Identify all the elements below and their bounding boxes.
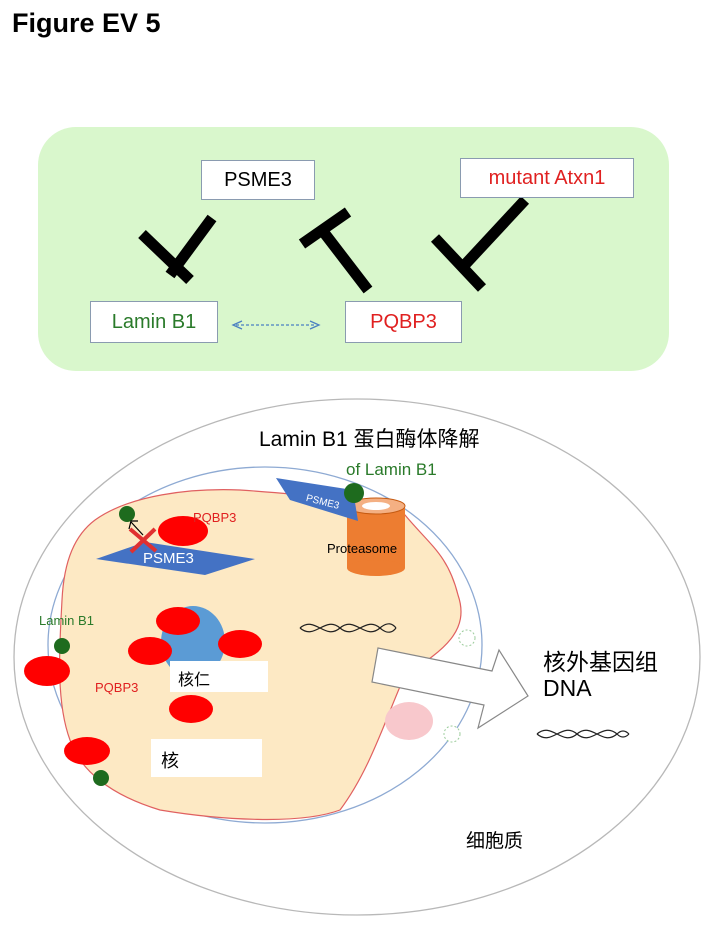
pqbp3-cluster-3 [218,630,262,658]
pqbp3-cluster-4 [169,695,213,723]
degradation-title: Lamin B1 蛋白酶体降解 [259,428,480,451]
pqbp3-top [158,516,208,546]
cell-membrane [13,398,701,916]
lamin-b1-top [119,506,135,522]
pink-bleb [385,702,433,740]
pqbp3-left-label: PQBP3 [95,680,139,695]
lamin-b1-degraded [344,483,364,503]
figure-title: Figure EV 5 [12,8,161,38]
inhibition-arrow-atxn1-pqbp3 [430,196,530,292]
nucleus-label-box: 核 [151,739,262,777]
psme3-box: PSME3 [201,160,315,200]
nuclear-dna [299,623,397,633]
nucleolus-label: 核仁 [178,672,211,689]
extranuclear-dna-label-1: 核外基因组 [543,649,658,675]
pqbp3-bottom-left [64,737,110,765]
dashed-double-arrow [231,320,321,330]
psme3-cap [276,478,358,521]
lamin-b1-bottom [93,770,109,786]
proteasome-label: Proteasome [327,541,398,556]
pqbp3-box: PQBP3 [345,301,462,343]
proteasome [346,497,406,576]
blocked-x-mark [128,527,158,554]
vesicle-1 [458,629,476,647]
cytoplasm-label: 细胞质 [466,831,524,852]
lamin-b1-left-label: Lamin B1 [39,613,94,628]
mutant-atxn1-box: mutant Atxn1 [460,158,634,198]
vesicle-2 [443,725,461,743]
degradation-subtitle: of Lamin B1 [346,460,437,479]
nucleolus-label-box: 核仁 [170,661,268,692]
pqbp3-cluster-1 [156,607,200,635]
psme3-diamond-label: PSME3 [143,550,194,567]
psme3-diamond [96,542,255,575]
extranuclear-dna [536,729,630,739]
pqbp3-left [24,656,70,686]
pqbp3-cluster-2 [128,637,172,665]
pqbp3-top-label: PQBP3 [193,510,237,525]
inhibition-arrow-psme3-pqbp3 [298,207,373,294]
lamin-b1-box: Lamin B1 [90,301,218,343]
export-arrow [371,647,529,730]
nuclear-envelope [47,466,483,824]
lamin-b1-left [54,638,70,654]
extranuclear-dna-label-2: DNA [543,675,592,701]
nucleus-label: 核 [161,751,179,771]
inhibition-arrow-psme3-laminb1 [138,214,217,284]
